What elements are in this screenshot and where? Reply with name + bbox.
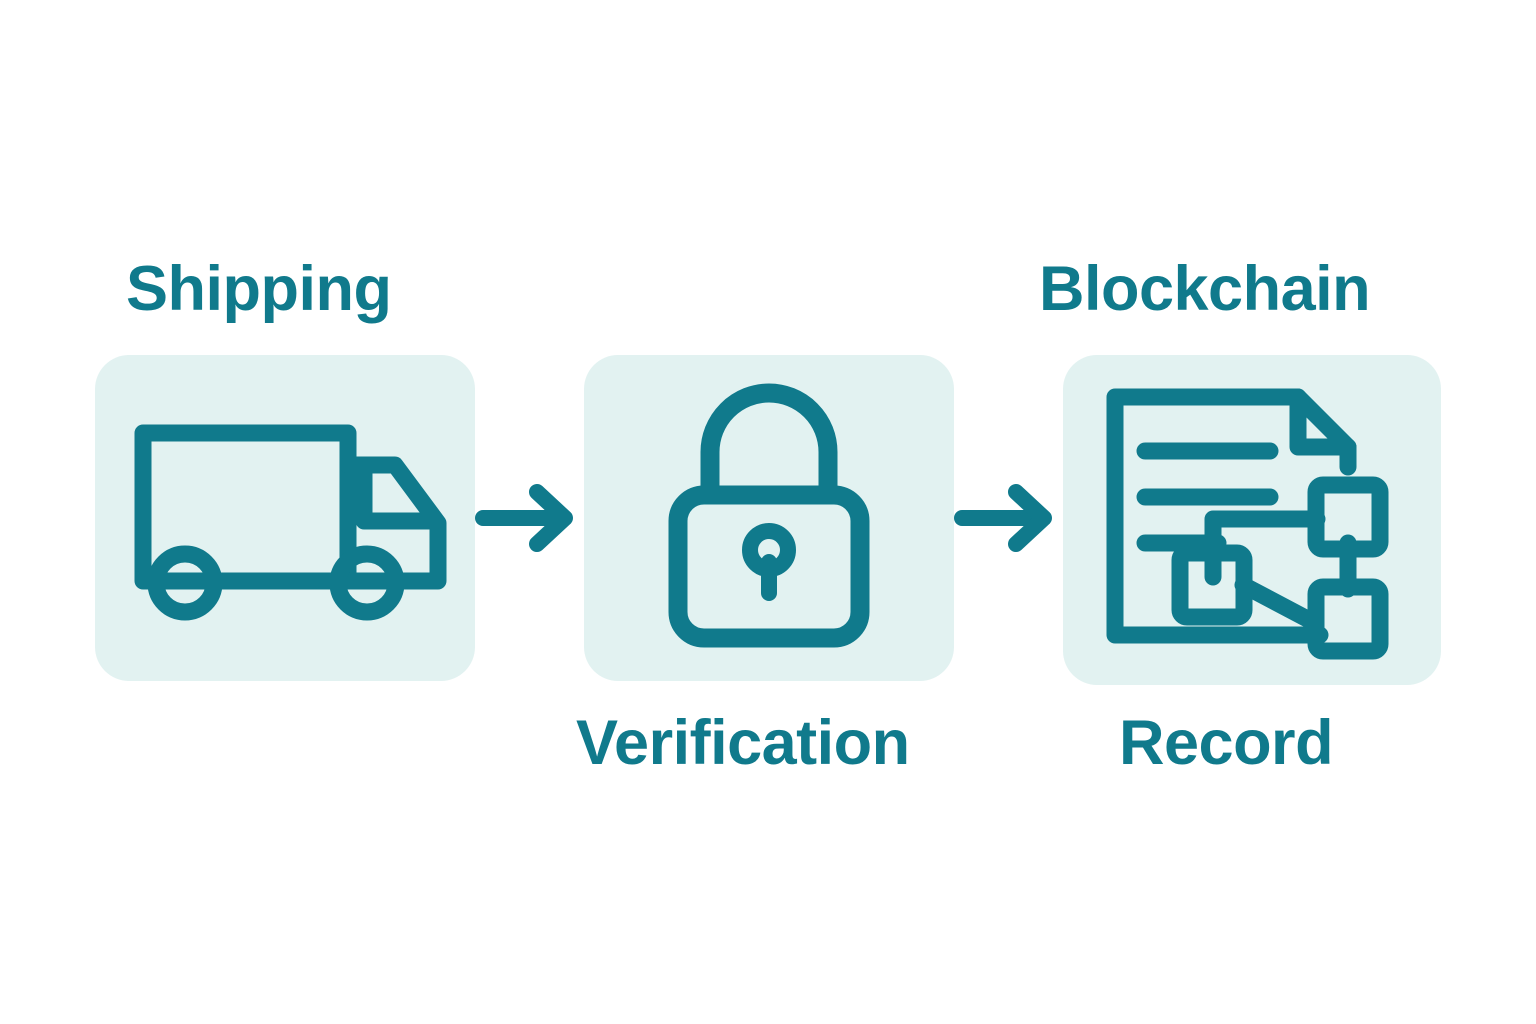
delivery-truck-icon [134,424,447,621]
arrow-verification-to-record [954,478,1064,558]
arrow-right-icon [475,484,573,552]
blockchain-node [1171,544,1253,626]
step-label-shipping: Shipping [126,254,392,324]
blockchain-node [1307,578,1389,660]
step-card-shipping[interactable] [95,355,475,681]
step-card-verification[interactable] [584,355,954,681]
step-label-record: Record [1119,708,1334,778]
step-label-verification: Verification [576,708,910,778]
step-label-blockchain: Blockchain [1039,254,1371,324]
blockchain-node [1307,476,1389,558]
blockchain-document-icon [1106,388,1389,660]
padlock-icon [668,383,870,648]
arrow-right-icon [954,484,1052,552]
step-card-record[interactable] [1063,355,1441,685]
arrow-shipping-to-verification [475,478,585,558]
